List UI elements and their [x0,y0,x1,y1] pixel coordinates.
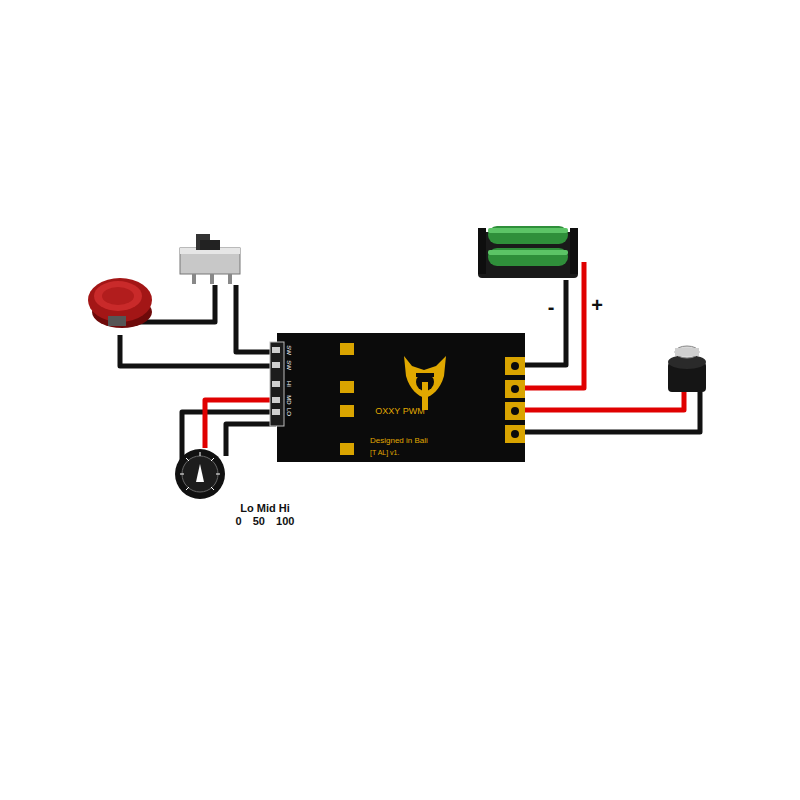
pin-label: MD [286,395,292,404]
design-note: Designed in Bali [370,437,428,445]
polarity-mark: - [548,297,555,317]
wire [520,280,566,365]
motor-component [668,346,706,392]
wire [520,392,684,410]
brand-name: OXXY PWM [375,407,424,416]
pcb-node: OXXY PWM Designed in Bali [T AL] v1. [277,333,525,462]
pcb-board [270,333,525,462]
slide-switch [180,234,240,284]
logo [404,356,446,410]
pin-label: SW [286,345,292,355]
push-button [88,278,152,328]
polarity-mark: + [591,295,603,315]
pin-label: SW [286,360,292,370]
wire [520,392,700,432]
pin-label: LO [286,408,292,416]
scale-label: Lo Mid Hi [240,503,290,514]
version-note: [T AL] v1. [370,449,399,456]
potentiometer [175,449,225,499]
wire [520,262,584,388]
battery-holder [478,226,578,278]
scale-value: 0 50 100 [236,516,295,527]
pin-label: HI [286,381,292,387]
wire [226,424,276,456]
